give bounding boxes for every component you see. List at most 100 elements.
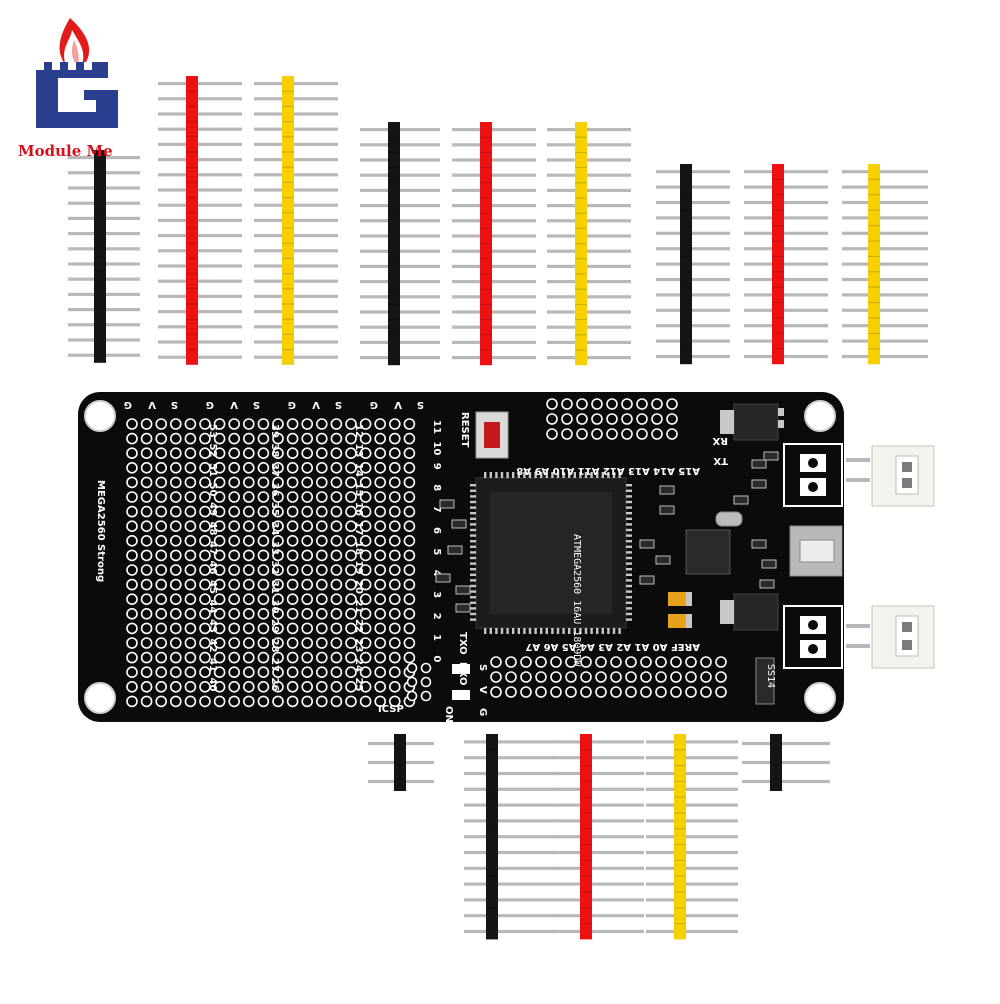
header-letter: S (335, 399, 342, 410)
pin-header-black-short (742, 734, 830, 791)
mounting-hole (804, 400, 836, 432)
mcu-chip: ATMEGA2560 16AU 1809DW (470, 472, 632, 667)
diode-marking: SS14 (765, 664, 776, 688)
pin-number: 31 (269, 580, 280, 594)
tantalum-capacitor (668, 592, 692, 628)
power-side-letters: SVG (477, 664, 488, 716)
schottky-diode: SS14 (755, 657, 776, 705)
brand-name: Module Me (18, 142, 113, 160)
pin-header-black (464, 734, 554, 940)
pin-header-black (68, 150, 140, 363)
pin-number: 21 (353, 600, 364, 614)
pin-number: 28 (269, 639, 280, 653)
header-letter: V (312, 399, 320, 410)
pin-number: 34 (269, 522, 280, 536)
chip-marking: ATMEGA2560 16AU 1809DW (571, 534, 582, 667)
jst-connector (846, 445, 935, 507)
header-letter: S (417, 399, 424, 410)
reset-button (475, 411, 509, 459)
pin-number: 33 (269, 541, 280, 555)
pin-header-yellow (547, 122, 631, 366)
pin-number: 35 (269, 502, 280, 516)
pin-number: 25 (353, 678, 364, 692)
pin-number: 29 (269, 619, 280, 633)
voltage-regulator (720, 403, 784, 441)
pin-header-red (452, 122, 536, 366)
header-letter: V (230, 399, 238, 410)
digital-pin-number: 11 (431, 420, 442, 434)
pin-number: 42 (207, 639, 218, 653)
status-led (452, 664, 470, 700)
pin-number: 36 (269, 483, 280, 497)
header-letter: V (148, 399, 156, 410)
reset-label: RESET (459, 412, 470, 448)
pin-number: 12 (353, 424, 364, 438)
pin-number: 39 (269, 424, 280, 438)
digital-pin-number: 4 (431, 570, 442, 577)
txo-label: TXO (457, 632, 468, 655)
pin-header-group-top (68, 76, 928, 366)
mounting-hole (804, 682, 836, 714)
pin-number: 22 (353, 619, 364, 633)
pin-number: 18 (353, 541, 364, 555)
pin-number: 50 (207, 483, 218, 497)
icsp-label: ICSP (378, 704, 404, 715)
pin-number: 38 (269, 444, 280, 458)
analog-pin-grid-bottom (490, 656, 727, 698)
pin-number: 53 (207, 424, 218, 438)
pin-number: 23 (353, 639, 364, 653)
crystal (715, 511, 743, 527)
brand-logo-icon (36, 18, 118, 128)
power-led-label: ON (443, 706, 454, 723)
pin-number: 52 (207, 444, 218, 458)
smd-components (435, 451, 779, 613)
header-letter: G (370, 399, 378, 410)
digital-pin-number: 5 (431, 548, 442, 555)
micro-usb-port (789, 525, 843, 577)
usb-serial-chip (685, 529, 731, 575)
pin-number: 16 (353, 502, 364, 516)
pin-number: 51 (207, 463, 218, 477)
digital-pin-number: 8 (431, 484, 442, 491)
mounting-hole (84, 400, 116, 432)
rx-label: RX (712, 435, 728, 446)
pin-number: 44 (207, 600, 218, 614)
pin-number: 30 (269, 600, 280, 614)
pin-header-black (360, 122, 440, 366)
pin-number: 24 (353, 658, 364, 672)
pin-number: 49 (207, 502, 218, 516)
power-connector-footprint (783, 605, 843, 669)
header-letter: S (171, 399, 178, 410)
power-connector-footprint (783, 443, 843, 507)
pin-number: 32 (269, 561, 280, 575)
pin-number: 41 (207, 658, 218, 672)
digital-pin-number: 3 (431, 591, 442, 598)
voltage-regulator (720, 593, 779, 631)
pin-number: 19 (353, 561, 364, 575)
pin-number: 27 (269, 658, 280, 672)
pin-header-yellow (842, 164, 928, 365)
pin-header-group-bottom (368, 734, 830, 940)
analog-pin-grid-top (546, 398, 678, 440)
pin-number: 13 (353, 444, 364, 458)
header-letter: G (288, 399, 296, 410)
pin-number: 47 (207, 541, 218, 555)
power-letter: S (477, 664, 488, 671)
pin-header-black (656, 164, 730, 365)
pin-number: 37 (269, 463, 280, 477)
header-letter: G (124, 399, 132, 410)
pin-number: 26 (269, 678, 280, 692)
digital-pin-number: 2 (431, 613, 442, 620)
pin-number: 45 (207, 580, 218, 594)
pin-header-black-short (368, 734, 434, 791)
pin-number: 40 (207, 678, 218, 692)
power-letter: V (477, 686, 488, 694)
pin-number: 17 (353, 522, 364, 536)
pin-number: 15 (353, 483, 364, 497)
tx-label: TX (713, 455, 728, 466)
board-model-label: MEGA2560 Strong (95, 480, 106, 582)
